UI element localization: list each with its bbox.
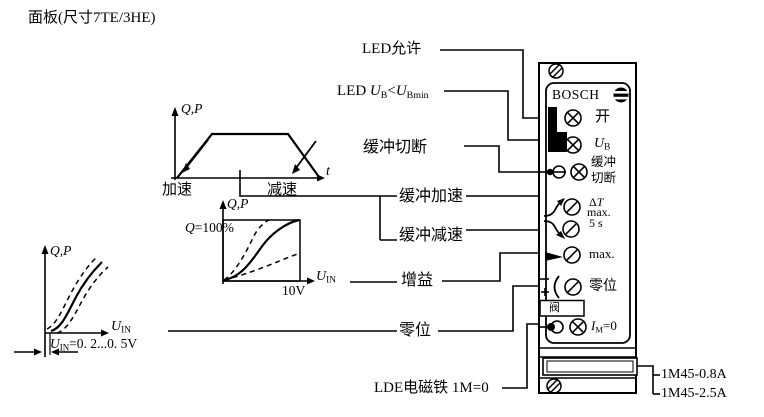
var-panel-ub: U [594,136,605,151]
ramp-down-signal-icon [543,220,565,239]
gain-graph-xlabel: UIN [316,269,336,285]
gain-wedge-icon [545,252,563,261]
label-zero: 零位 [399,322,432,339]
delta-sign: Δ [589,195,597,209]
zero-graph-ylabel: Q,P [50,243,72,258]
label-lde-magnet: LDE电磁铁 1M=0 [374,380,489,396]
var-i: I [591,318,596,333]
led-on-icon [564,109,582,127]
gain-graph [219,200,315,285]
callout-lines [168,49,660,395]
im0-solenoid-icon [540,320,564,334]
var-uin-zero: U [111,319,122,334]
label-led-ub-prefix: LED [337,83,370,99]
accel-text: 加速 [162,182,193,198]
var-t: T [596,195,604,209]
sub-b: B [380,89,388,101]
im-equals-zero: =0 [602,318,617,333]
zero-adjust-icon [540,275,560,299]
label-gain: 增益 [401,272,434,289]
label-module-2-5a: 1M45-2.5A [661,386,727,401]
range-value: =0. 2...0. 5V [69,336,138,351]
ramp-graph-ylabel: Q,P [181,101,203,116]
var-q: Q [185,220,195,235]
pot-zero-icon [564,278,582,296]
figure-title: 面板(尺寸7TE/3HE) [28,10,156,26]
label-led-enable: LED允许 [362,41,422,57]
sub-in-range: IN [59,342,70,353]
gain-10v-tick: 10V [282,283,306,298]
gain-graph-ylabel: Q,P [227,196,249,211]
panel-buffer-line2: 切断 [591,171,617,185]
var-uin-gain: U [316,269,327,284]
label-buffer-accel: 缓冲加速 [399,188,464,205]
pot-gain-max-icon [563,246,581,264]
panel-gain-max-text: max. [589,246,615,261]
panel-zero-text: 零位 [589,279,617,294]
ramp-graph-xlabel: t [326,164,330,179]
panel-buffer-line1: 缓冲 [591,155,617,169]
valve-text: 阀 [549,302,560,314]
sub-in-zero: IN [121,324,131,335]
supply-bar-icon [548,107,567,152]
led-im0-icon [569,318,587,336]
bosch-logo-icon [613,87,629,103]
pot-ramp-up-icon [563,198,581,216]
buffer-cutoff-switch-icon [540,165,566,179]
var-ub: U [369,83,381,99]
valve-box [539,299,585,317]
sub-panel-b: B [604,141,611,152]
q100-value: =100% [194,220,234,235]
panel-delta-t: ΔT [589,195,604,210]
sub-bmin: Bmin [406,89,429,101]
zero-graph [14,245,109,357]
ramp-up-signal-icon [543,198,565,217]
decel-text: 减速 [267,182,298,198]
blank-label-plate [542,357,638,376]
less-than: < [387,83,396,99]
panel-im0-text: IM=0 [591,318,617,335]
label-buffer-decel: 缓冲减速 [399,227,464,244]
pot-ramp-down-icon [562,220,580,238]
label-module-0-8a: 1M45-0.8A [661,367,727,382]
var-uin-range: U [50,336,60,351]
ramp-time-graph [171,107,325,182]
label-buffer-cutoff: 缓冲切断 [363,139,428,156]
led-buffer-cutoff-icon [570,163,588,181]
panel-ub-text: UB [594,136,610,152]
screw-icon-top [548,63,564,79]
q100-text: Q=100% [185,220,234,236]
zero-graph-xlabel: UIN [111,319,131,335]
sub-in-gain: IN [326,274,336,285]
zero-range-text: UIN=0. 2...0. 5V [50,336,137,353]
var-ubmin: U [395,83,407,99]
brand-text: BOSCH [552,87,600,102]
screw-icon-bottom [546,378,562,394]
panel-ramp-max: max. [587,205,611,219]
sub-m: M [595,324,603,335]
panel-led-on-text: 开 [595,109,611,125]
label-led-ub-min: LED UB<UBmin [337,83,429,101]
panel-ramp-5s: 5 s [589,216,603,230]
